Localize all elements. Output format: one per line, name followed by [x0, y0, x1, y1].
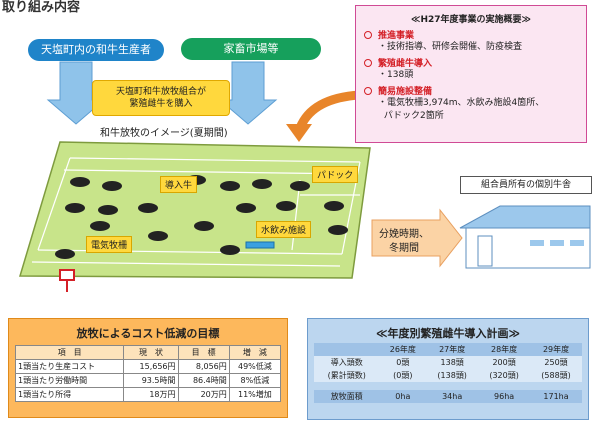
- cattle-group: [55, 175, 348, 259]
- summary-item: ・電気牧柵3,974m、水飲み施設4箇所、: [378, 98, 545, 108]
- callout-paddock: パドック: [312, 166, 359, 183]
- summary-box: ≪H27年度事業の実施概要≫ 推進事業 ・技術指導、研修会開催、防疫検査 繁殖雌…: [355, 5, 587, 143]
- water-trough: [245, 241, 275, 249]
- season-label: 分娩時期、 冬期間: [378, 228, 430, 256]
- season-line-1: 分娩時期、: [379, 229, 429, 240]
- pasture-image-label: 和牛放牧のイメージ(夏期間): [100, 128, 228, 139]
- summary-item: パドック2箇所: [383, 111, 444, 121]
- summary-section-2: 繁殖雌牛導入: [364, 56, 578, 69]
- season-arrow: [371, 208, 463, 268]
- callout-water: 水飲み施設: [256, 221, 312, 238]
- table-header: 目 標: [177, 345, 230, 360]
- bubble-line-2: 繁殖雌牛を購入: [129, 99, 193, 109]
- producers-label: 天塩町内の和牛生産者: [28, 39, 164, 61]
- table-header: 増 減: [228, 345, 282, 360]
- electric-fence-sign: [59, 269, 75, 281]
- summary-section-3: 簡易施設整備: [364, 84, 578, 97]
- market-label: 家畜市場等: [181, 38, 321, 60]
- table-header: 27年度: [426, 343, 479, 356]
- right-down-arrow: [218, 61, 278, 125]
- table-header: [314, 343, 380, 356]
- left-down-arrow: [46, 61, 106, 125]
- plan-table-title: ≪年度別繁殖雌牛導入計画≫: [375, 327, 521, 340]
- callout-electric-fence: 電気牧柵: [86, 236, 133, 253]
- table-row: (累計頭数)(0頭) (138頭)(320頭) (588頭): [314, 369, 582, 382]
- table-header: 29年度: [530, 343, 582, 356]
- bubble-line-1: 天塩町和牛放牧組合が: [115, 87, 206, 97]
- table-header: 項 目: [14, 345, 125, 360]
- barn-illustration: [459, 205, 591, 269]
- summary-arrow-head: [286, 124, 312, 142]
- cost-reduction-panel: 放牧によるコスト低減の目標 項 目 現 状 目 標 増 減 1頭当たり生産コスト…: [8, 318, 288, 418]
- table-header: 28年度: [478, 343, 531, 356]
- summary-arrow: [295, 90, 361, 130]
- cost-table-title: 放牧によるコスト低減の目標: [76, 327, 220, 340]
- summary-section-1: 推進事業: [364, 28, 578, 41]
- purchase-bubble: 天塩町和牛放牧組合が 繁殖雌牛を購入: [92, 80, 230, 116]
- summary-title: ≪H27年度事業の実施概要≫: [411, 15, 531, 25]
- summary-item: ・138頭: [378, 70, 414, 80]
- season-line-2: 冬期間: [389, 243, 419, 254]
- summary-item: ・技術指導、研修会開催、防疫検査: [378, 42, 523, 52]
- callout-introduced-cattle: 導入牛: [160, 176, 198, 193]
- table-header: 現 状: [123, 345, 179, 360]
- page-heading: 取り組み内容: [2, 0, 81, 15]
- barn-label: 組合員所有の個別牛舎: [460, 176, 592, 194]
- table-header: 26年度: [379, 343, 427, 356]
